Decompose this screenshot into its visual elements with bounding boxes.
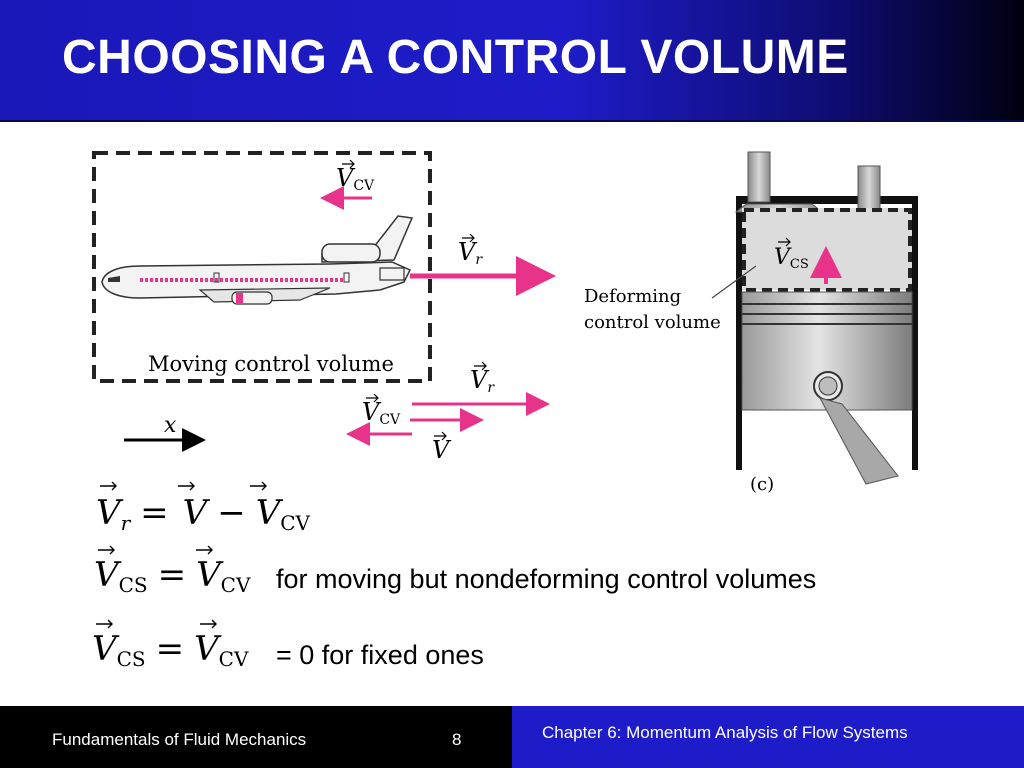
footer-bar: Fundamentals of Fluid Mechanics 8 Chapte… — [0, 706, 1024, 768]
vcv-label-top: VCV — [336, 164, 375, 194]
deforming-label-line1: Deforming — [584, 286, 681, 307]
vcs-label: VCS — [774, 245, 809, 272]
equation-2: VCS=VCV — [94, 555, 251, 597]
vr-label-plane: Vr — [458, 238, 483, 268]
footer-course-title: Fundamentals of Fluid Mechanics — [52, 730, 307, 749]
vcv-label-bottom: VCV — [362, 398, 401, 428]
moving-nondeforming-note: for moving but nondeforming control volu… — [276, 564, 817, 594]
control-volume-figure: VCV Vr Vr VCV V x Moving control volume — [92, 151, 918, 671]
v-label: V — [432, 436, 452, 464]
x-axis-label: x — [164, 413, 177, 438]
panel-label: (c) — [750, 474, 774, 495]
piston-cylinder — [711, 151, 918, 485]
slide-title: CHOOSING A CONTROL VOLUME — [62, 31, 849, 84]
fixed-cv-note: = 0 for fixed ones — [276, 640, 484, 670]
title-bar: CHOOSING A CONTROL VOLUME — [0, 0, 1024, 122]
vr-label-bottom: Vr — [470, 366, 495, 396]
moving-control-volume-box — [92, 151, 432, 383]
equation-3: VCS=VCV — [92, 629, 249, 671]
footer-chapter-box: Chapter 6: Momentum Analysis of Flow Sys… — [512, 706, 1024, 768]
equation-1: Vr=V−VCV — [96, 493, 311, 535]
deforming-label-line2: control volume — [584, 312, 721, 333]
footer-chapter-title: Chapter 6: Momentum Analysis of Flow Sys… — [542, 723, 908, 742]
moving-control-volume-label: Moving control volume — [148, 352, 394, 376]
equations: Vr=V−VCV VCS=VCV VCS=VCV — [92, 481, 311, 671]
deforming-control-volume-box — [742, 208, 912, 292]
page-number: 8 — [452, 730, 462, 749]
airplane — [101, 215, 414, 305]
